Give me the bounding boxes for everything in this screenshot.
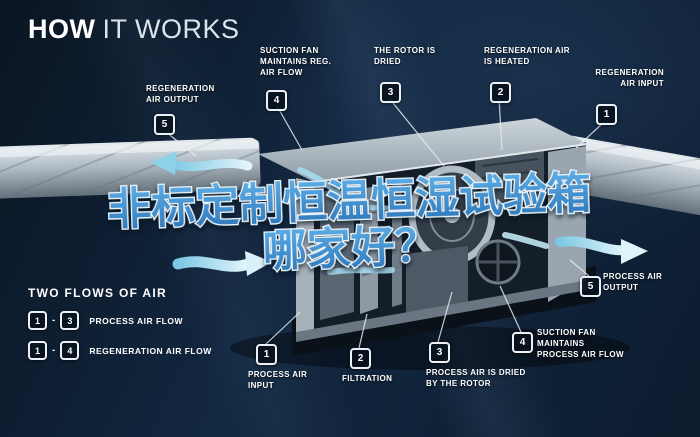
badge-top-4: 4 xyxy=(266,90,287,111)
overlay-headline: 非标定制恒温恒湿试验箱 哪家好？ xyxy=(105,166,593,278)
legend-badge-from-1: 1 xyxy=(28,311,47,330)
right-duct xyxy=(544,133,700,217)
legend-label-regeneration: REGENERATION AIR FLOW xyxy=(89,345,212,356)
badge-bottom-3: 3 xyxy=(429,342,450,363)
badge-bottom-1: 1 xyxy=(256,344,277,365)
legend-item-regeneration-air-flow: 1 - 4 REGENERATION AIR FLOW xyxy=(28,341,212,360)
badge-top-3: 3 xyxy=(380,82,401,103)
label-regeneration-air-heated: REGENERATION AIR IS HEATED xyxy=(484,46,570,66)
label-suction-fan-process: SUCTION FAN MAINTAINS PROCESS AIR FLOW xyxy=(537,328,624,359)
title-bold: HOW xyxy=(28,14,96,44)
legend-badge-from-1b: 1 xyxy=(28,341,47,360)
legend-dash-2: - xyxy=(52,345,56,356)
label-regeneration-air-input: REGENERATION AIR INPUT xyxy=(595,68,664,88)
badge-top-5: 5 xyxy=(154,114,175,135)
legend-heading: TWO FLOWS OF AIR xyxy=(28,286,168,300)
badge-bottom-5: 5 xyxy=(580,276,601,297)
legend-item-process-air-flow: 1 - 3 PROCESS AIR FLOW xyxy=(28,311,212,330)
badge-bottom-4: 4 xyxy=(512,332,533,353)
machine-body xyxy=(258,118,596,356)
label-rotor-dried: THE ROTOR IS DRIED xyxy=(374,46,436,66)
label-process-air-input: PROCESS AIR INPUT xyxy=(248,370,308,390)
label-process-air-output: PROCESS AIR OUTPUT xyxy=(603,272,663,292)
label-regeneration-air-output: REGENERATION AIR OUTPUT xyxy=(146,84,215,104)
leader-lines xyxy=(165,97,605,349)
legend-badge-to-3: 3 xyxy=(60,311,80,330)
airflow-arrows xyxy=(150,151,648,276)
label-filtration: FILTRATION xyxy=(342,374,393,383)
badge-bottom-2: 2 xyxy=(350,348,371,369)
title-light: IT WORKS xyxy=(102,14,240,44)
label-suction-fan-reg: SUCTION FAN MAINTAINS REG. AIR FLOW xyxy=(260,46,332,77)
badge-top-2: 2 xyxy=(490,82,511,103)
label-process-air-dried: PROCESS AIR IS DRIED BY THE ROTOR xyxy=(426,368,526,388)
legend: TWO FLOWS OF AIR 1 - 3 PROCESS AIR FLOW … xyxy=(28,286,212,360)
legend-badge-to-4: 4 xyxy=(60,341,80,360)
legend-dash: - xyxy=(52,315,56,326)
badge-top-1: 1 xyxy=(596,104,617,125)
overlay-line2: 哪家好？ xyxy=(262,220,440,277)
legend-label-process: PROCESS AIR FLOW xyxy=(89,315,183,326)
